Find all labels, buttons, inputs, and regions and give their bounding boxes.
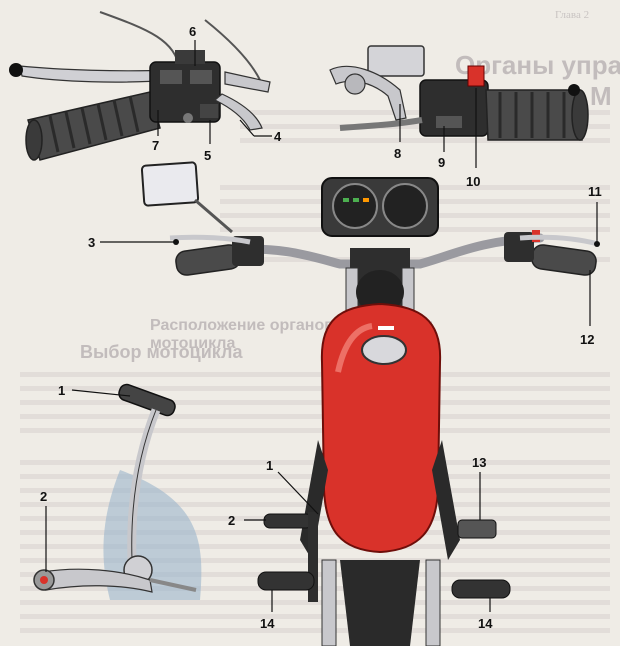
- front-wheel: [340, 560, 420, 646]
- gear-shift-lever: [263, 513, 313, 529]
- faded-headings: Глава 2 Органы упра М Расположение орган…: [80, 9, 620, 362]
- heading-right-top-b: М: [590, 81, 612, 111]
- front-clutch-lever: [169, 234, 251, 245]
- callout-10: 10: [466, 174, 480, 189]
- page-corner-label: Глава 2: [555, 9, 589, 21]
- callout-4: 4: [274, 129, 282, 144]
- callout-2-front: 2: [228, 513, 235, 528]
- kickstarter-detail: [33, 383, 202, 600]
- front-brake-lever-small: [519, 234, 599, 247]
- callout-1-front: 1: [266, 458, 273, 473]
- right-footpeg: [451, 579, 511, 599]
- fuel-tank: [320, 302, 442, 554]
- gear-shift-detail: [41, 568, 153, 593]
- fuel-cap: [361, 335, 407, 365]
- left-grip: [25, 91, 161, 161]
- callout-12: 12: [580, 332, 594, 347]
- heading-mid-b: мотоцикла: [150, 335, 235, 352]
- engine-stop-switch: [467, 65, 485, 87]
- rear-brake-pedal: [457, 519, 497, 539]
- callout-7: 7: [152, 138, 159, 153]
- left-switch-housing: [149, 50, 221, 123]
- right-grip: [485, 89, 589, 141]
- heading-mid-c: Выбор мотоцикла: [80, 342, 243, 362]
- left-footpeg: [257, 571, 315, 591]
- brake-reservoir: [367, 45, 425, 77]
- callout-9: 9: [438, 155, 445, 170]
- kickstarter-pedal: [118, 383, 176, 417]
- callout-5: 5: [204, 148, 211, 163]
- callout-8: 8: [394, 146, 401, 161]
- callout-11: 11: [588, 184, 602, 199]
- choke-lever: [213, 93, 263, 131]
- callout-1-kickstarter: 1: [58, 383, 65, 398]
- callout-2-shift-detail: 2: [40, 489, 47, 504]
- callout-6: 6: [189, 24, 196, 39]
- right-handlebar-detail: [329, 45, 589, 141]
- left-mirror: [140, 161, 233, 234]
- callout-14-right: 14: [478, 616, 493, 631]
- handlebar: [225, 233, 545, 269]
- motorcycle-front-view: [140, 161, 599, 646]
- callouts: 6 7 5 4 8 9 10 3 11 12 1 2: [40, 24, 602, 631]
- callout-14-left: 14: [260, 616, 275, 631]
- callout-13: 13: [472, 455, 486, 470]
- left-handlebar-detail: [9, 11, 271, 161]
- callout-3: 3: [88, 235, 95, 250]
- instrument-cluster: [321, 177, 439, 237]
